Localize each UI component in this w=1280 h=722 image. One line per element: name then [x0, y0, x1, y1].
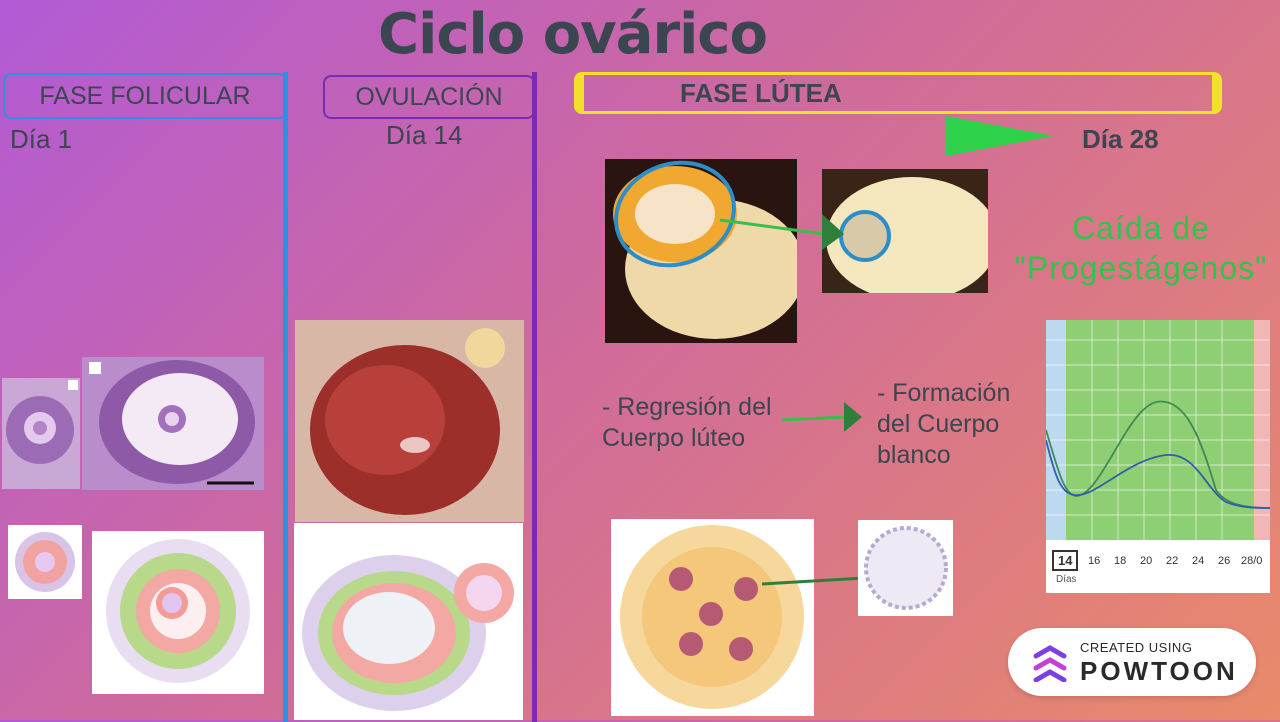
x-tick-28: 28/0 — [1241, 555, 1263, 567]
phase-ovulacion-box: OVULACIÓN — [323, 75, 535, 119]
x-tick-14: 14 — [1052, 550, 1079, 571]
callout-line-1: Caída de — [1072, 210, 1210, 246]
phase-folicular-box: FASE FOLICULAR — [3, 73, 287, 119]
page-title: Ciclo ovárico — [378, 2, 768, 67]
ovulation-photo — [295, 320, 524, 522]
x-tick-22: 22 — [1166, 555, 1179, 567]
x-tick-26: 26 — [1218, 555, 1231, 567]
badge-brand-text: POWTOON — [1080, 656, 1238, 686]
day-28-label: Día 28 — [1082, 124, 1159, 154]
x-axis-label: Días — [1056, 574, 1077, 585]
callout-line-2: "Progestágenos" — [1014, 250, 1268, 286]
powtoon-badge[interactable]: CREATED USING POWTOON — [1008, 628, 1256, 696]
follicle-micrograph-small — [2, 378, 80, 489]
follicle-micrograph-large — [82, 357, 264, 490]
day-1-label: Día 1 — [10, 124, 73, 154]
powtoon-logo-icon — [1033, 645, 1067, 682]
corpus-albicans-diagram — [858, 520, 953, 616]
folicular-divider — [283, 72, 288, 722]
corpus-albicans-photo — [822, 169, 988, 293]
hormone-chart-plot — [1046, 320, 1270, 540]
ovulation-diagram — [294, 523, 523, 720]
arrow-right-icon — [719, 214, 844, 250]
follicle-diagram-small — [8, 525, 82, 599]
corpus-luteum-diagram — [611, 519, 814, 716]
x-tick-18: 18 — [1114, 555, 1127, 567]
badge-small-text: CREATED USING — [1080, 640, 1193, 655]
progestagen-drop-callout: Caída de "Progestágenos" — [1000, 208, 1280, 288]
follicle-diagram-large — [92, 531, 264, 694]
hormone-chart: 14 16 18 20 22 24 26 28/0 Días — [1046, 320, 1270, 593]
x-tick-20: 20 — [1140, 555, 1153, 567]
arrow-right-icon — [946, 116, 1054, 156]
arrow-right-icon — [781, 402, 862, 432]
x-tick-16: 16 — [1088, 555, 1101, 567]
formacion-description: - Formación del Cuerpo blanco — [877, 379, 1011, 469]
corpus-luteum-photo — [605, 159, 797, 343]
phase-lutea-box: FASE LÚTEA — [574, 72, 1222, 114]
regresion-description: - Regresión del Cuerpo lúteo — [602, 393, 772, 452]
x-tick-24: 24 — [1192, 555, 1205, 567]
day-14-label: Día 14 — [386, 120, 463, 150]
ovulacion-divider — [532, 72, 537, 722]
hormone-chart-x-axis: 14 16 18 20 22 24 26 28/0 Días — [1046, 546, 1270, 593]
